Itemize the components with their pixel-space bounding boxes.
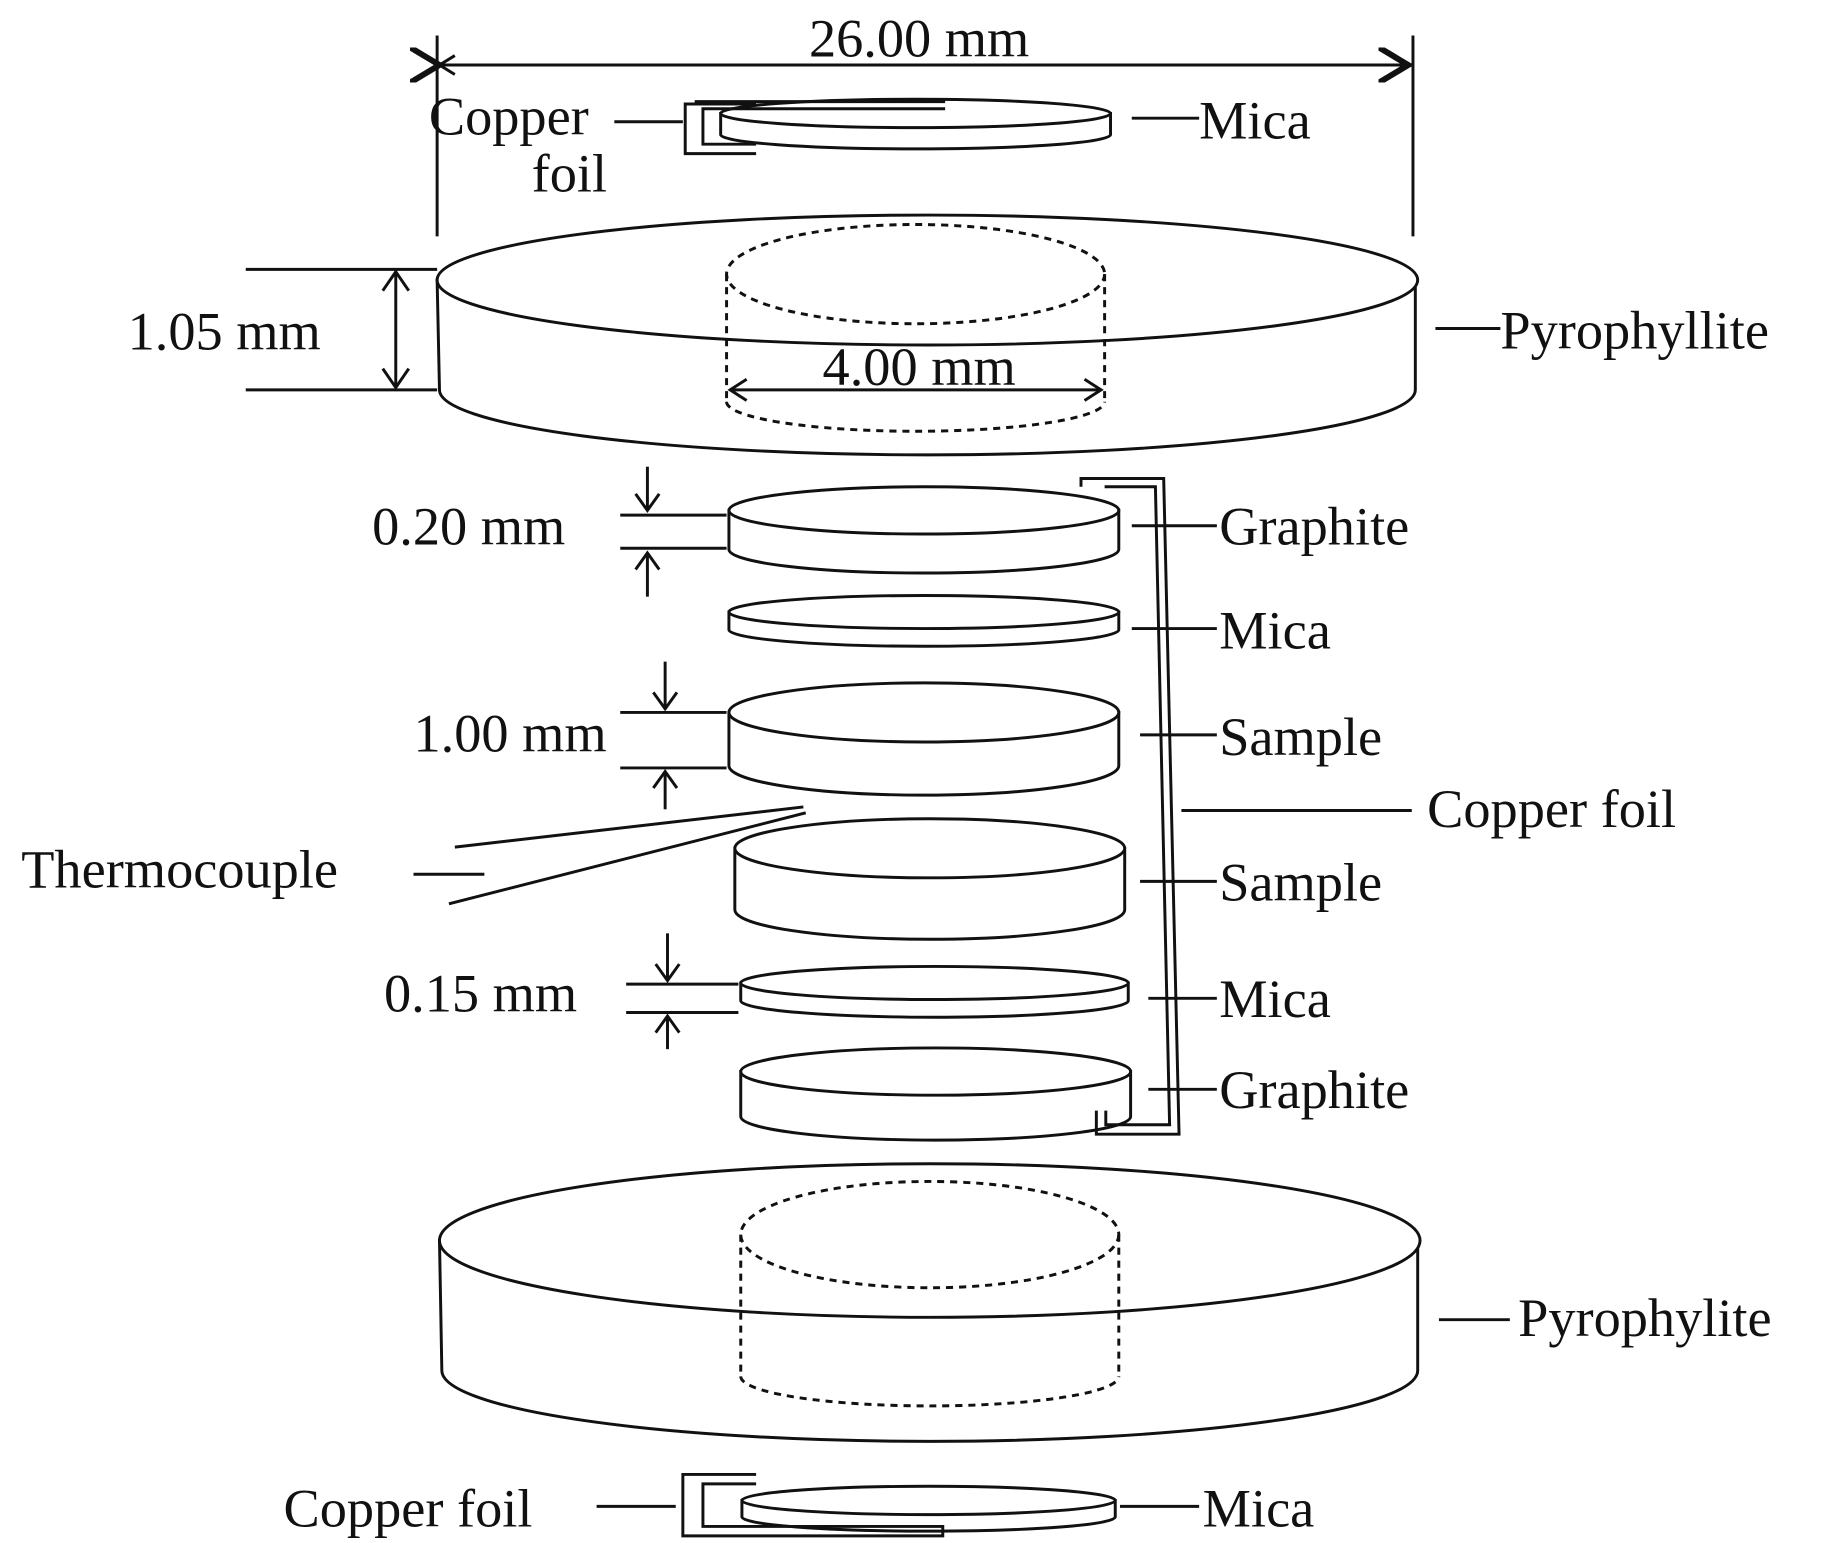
top-pyrophyllite-label: Pyrophyllite: [1500, 301, 1769, 361]
top-copper-foil: [683, 100, 946, 156]
sample-disc-upper: [727, 681, 1121, 797]
pyrophyllite-thickness-dimension: 1.05 mm: [128, 267, 438, 392]
mica-disc-upper: [727, 593, 1121, 648]
sample-thickness-label: 1.00 mm: [413, 703, 606, 763]
graphite-disc-bottom: [739, 1046, 1133, 1142]
graphite-disc-top: [727, 485, 1121, 575]
outer-diameter-label: 26.00 mm: [809, 9, 1029, 69]
thermocouple: Thermocouple: [21, 805, 807, 906]
graphite-label-bottom: Graphite: [1219, 1060, 1409, 1120]
thermocouple-label: Thermocouple: [21, 839, 338, 899]
bottom-copper-foil: [681, 1472, 945, 1538]
top-pyrophyllite-disc: [435, 213, 1420, 457]
bottom-pyrophylite-disc: [437, 1162, 1422, 1443]
bottom-pyrophylite-label: Pyrophylite: [1518, 1288, 1772, 1348]
graphite-thickness-label: 0.20 mm: [372, 497, 565, 557]
inner-diameter-label: 4.00 mm: [823, 337, 1016, 397]
bottom-mica-label: Mica: [1203, 1478, 1315, 1538]
inner-diameter-dimension: 4.00 mm: [727, 337, 1104, 402]
copper-foil-label: Copper foil: [1427, 779, 1676, 839]
outer-diameter-dimension: 26.00 mm: [437, 9, 1415, 237]
mica-label-lower: Mica: [1219, 969, 1331, 1029]
mica-label-upper: Mica: [1219, 601, 1331, 661]
mica-thickness-dimension: 0.15 mm: [384, 933, 739, 1050]
mica-thickness-label: 0.15 mm: [384, 963, 577, 1023]
bottom-copper-foil-label: Copper foil: [284, 1478, 533, 1538]
top-copper-label-2: foil: [532, 143, 607, 203]
top-mica-label: Mica: [1199, 90, 1311, 150]
sample-thickness-dimension: 1.00 mm: [413, 661, 727, 810]
top-copper-label-1: Copper: [429, 87, 589, 147]
sample-label-upper: Sample: [1219, 707, 1382, 767]
sample-disc-lower: [733, 817, 1127, 941]
sample-label-lower: Sample: [1219, 852, 1382, 912]
copper-foil-bracket: [1079, 477, 1181, 1136]
pyrophyllite-thickness-label: 1.05 mm: [128, 302, 321, 362]
mica-disc-lower: [739, 964, 1130, 1019]
graphite-thickness-dimension: 0.20 mm: [372, 466, 727, 597]
bottom-mica-disc: [740, 1484, 1117, 1533]
graphite-label-top: Graphite: [1219, 497, 1409, 557]
top-mica-disc: [719, 97, 1113, 151]
